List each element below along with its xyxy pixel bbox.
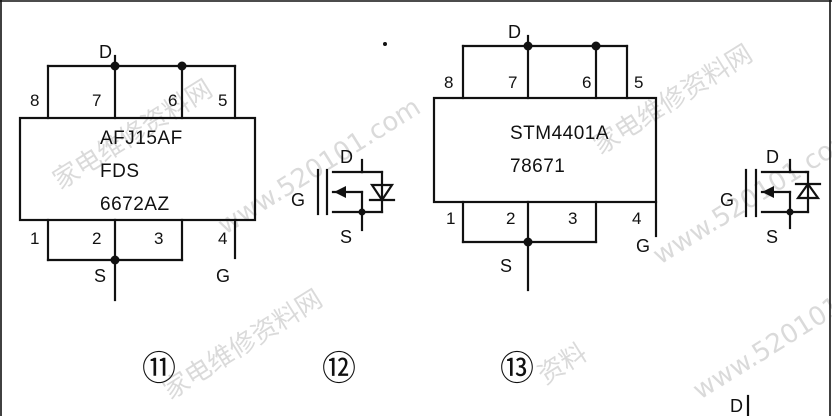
watermark-short-name: 资料: [533, 338, 593, 391]
partial-diagram: D: [730, 394, 750, 416]
pin-number: 5: [218, 91, 227, 110]
label-gate: G: [720, 190, 734, 210]
diode-triangle: [795, 182, 821, 200]
label-source: S: [500, 256, 512, 276]
chip-body: [432, 96, 658, 204]
label-drain: D: [99, 42, 112, 62]
label-gate: G: [291, 190, 305, 210]
junction-dot: [110, 61, 120, 71]
diode-triangle: [369, 183, 395, 202]
pin-number: 4: [632, 209, 641, 228]
chip-marking: FDS: [100, 161, 140, 182]
pin-number: 2: [92, 229, 101, 248]
chip-marking: 78671: [510, 156, 565, 177]
diagram-number: ⑬: [500, 350, 534, 388]
junction-dot: [591, 41, 601, 51]
junction-dot: [358, 208, 366, 216]
junction-dot: [110, 255, 120, 265]
body-arrow: [762, 186, 774, 198]
label-source: S: [340, 227, 352, 247]
chip-marking: AFJ15AF: [100, 128, 183, 149]
diagram-number: ⑪: [142, 350, 176, 388]
junction-dot: [177, 61, 187, 71]
stray-mark: [383, 42, 387, 46]
diagram-14: D G S: [720, 147, 822, 247]
diagram-number: ⑫: [322, 350, 356, 388]
label-gate: G: [636, 236, 650, 256]
pin-number: 4: [218, 229, 227, 248]
junction-dot: [523, 237, 533, 247]
label-source: S: [94, 266, 106, 286]
diagram-13: D S G 8 7 6 5 1 2 3 4 STM4401A 78671 ⑬: [432, 22, 658, 388]
pin-number: 6: [582, 73, 591, 92]
diagram-12: D G S ⑫: [291, 147, 396, 388]
pin-number: 8: [30, 91, 39, 110]
label-drain: D: [340, 147, 353, 167]
chip-marking: 6672AZ: [100, 194, 170, 215]
watermark-site-name: 家电维修资料网: [158, 284, 328, 406]
junction-dot: [786, 208, 794, 216]
diagram-number-clip: ⑬: [500, 350, 534, 388]
chip-body: [18, 116, 257, 222]
diagram-11: D S G 8 7 6 5 1 2 3 4 AFJ15AF FDS 6672AZ…: [18, 42, 257, 388]
body-arrow: [334, 186, 346, 198]
pin-number: 6: [168, 91, 177, 110]
pin-number: 1: [446, 209, 455, 228]
label-source: S: [766, 227, 778, 247]
pin-number: 7: [92, 91, 101, 110]
pin-number: 2: [506, 209, 515, 228]
watermark-domain: www.520101.com: [688, 257, 832, 406]
junction-dot: [523, 41, 533, 51]
watermark-domain: www.520101.com: [648, 122, 832, 271]
chip-marking: STM4401A: [510, 123, 609, 144]
pin-number: 3: [568, 209, 577, 228]
label-gate: G: [216, 266, 230, 286]
watermark-site-name: 家电维修资料网: [588, 39, 758, 161]
label-drain: D: [730, 396, 743, 416]
pin-number: 5: [634, 73, 643, 92]
pin-number: 7: [508, 73, 517, 92]
pin-number: 3: [154, 229, 163, 248]
watermark-domain: www.520101.com: [213, 92, 426, 241]
pin-number: 8: [444, 73, 453, 92]
label-drain: D: [508, 22, 521, 42]
pin-number: 1: [30, 229, 39, 248]
label-drain: D: [766, 147, 779, 167]
